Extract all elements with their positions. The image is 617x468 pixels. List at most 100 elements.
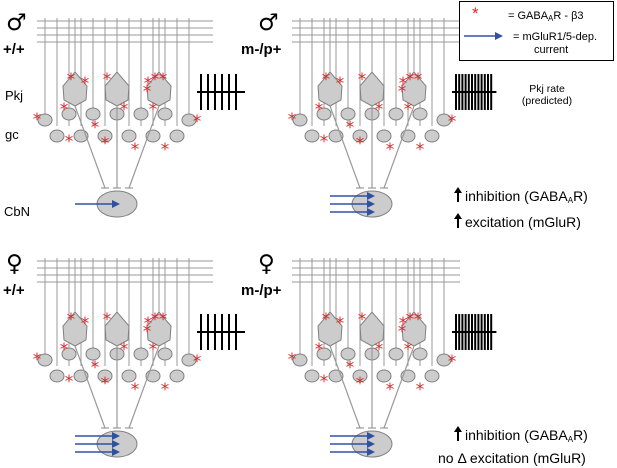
gaba-receptor-star: *: [414, 70, 423, 90]
up-arrow-icon: [454, 426, 462, 441]
gaba-receptor-star: *: [406, 310, 415, 330]
gaba-receptor-star: *: [65, 132, 74, 152]
granule-cell: [376, 129, 392, 143]
cbn-input-arrowhead: [112, 448, 120, 456]
male-inhibition-text: inhibition (GABA: [465, 188, 568, 204]
granule-cell: [85, 347, 101, 361]
male-excitation-annotation: excitation (mGluR): [454, 213, 581, 230]
granule-cell: [181, 353, 197, 367]
cbn-input-arrowhead: [367, 448, 375, 456]
purkinje-axon-line: [329, 345, 361, 429]
granule-cell: [133, 347, 149, 361]
gaba-receptor-star: *: [101, 374, 110, 394]
gaba-receptor-star: *: [144, 74, 153, 94]
gaba-receptor-star: *: [81, 314, 90, 334]
gaba-receptor-star: *: [193, 352, 202, 372]
purkinje-axon-line: [128, 105, 160, 189]
gaba-receptor-star: *: [120, 100, 129, 120]
gaba-receptor-star: *: [103, 70, 112, 90]
gaba-receptor-star: *: [414, 310, 423, 330]
granule-cell: [304, 129, 320, 143]
female-inhibition-text: inhibition (GABA: [465, 427, 568, 443]
cbn-input-arrowhead: [112, 200, 120, 208]
male-inhibition-sub: A: [567, 196, 574, 205]
gaba-receptor-star: *: [60, 100, 69, 120]
granule-cell: [316, 347, 332, 361]
cbn-input-arrowhead: [112, 440, 120, 448]
granule-cell: [37, 353, 53, 367]
granule-cell: [316, 107, 332, 121]
gaba-receptor-star: *: [315, 340, 324, 360]
legend-arrow-text-line1: = mGluR1/5-dep.: [513, 31, 598, 43]
granule-cell: [352, 369, 368, 383]
gaba-receptor-star: *: [60, 340, 69, 360]
purkinje-axon-line: [383, 345, 415, 429]
gaba-receptor-star: *: [67, 310, 76, 330]
legend-star-text: = GABAAR - β3: [508, 10, 584, 23]
granule-cell: [133, 107, 149, 121]
male-inhibition-annotation: inhibition (GABAAR): [454, 187, 588, 205]
gaba-receptor-star: *: [120, 340, 129, 360]
pkj-rate-line2: (predicted): [521, 95, 573, 108]
gaba-receptor-star: *: [404, 340, 413, 360]
gaba-receptor-star: *: [406, 70, 415, 90]
granule-cell: [352, 129, 368, 143]
male-inhibition-post: R): [573, 188, 588, 204]
gaba-receptor-star: *: [161, 140, 170, 160]
gaba-receptor-star: *: [448, 352, 457, 372]
granule-cell: [412, 347, 428, 361]
granule-cell: [376, 369, 392, 383]
gaba-receptor-star: *: [346, 358, 355, 378]
granule-cell: [181, 113, 197, 127]
female-inhibition-sub: A: [567, 435, 574, 444]
gaba-receptor-star: *: [143, 82, 152, 102]
granule-cell: [340, 107, 356, 121]
granule-cell: [169, 369, 185, 383]
female-symbol-wt: ♀: [6, 251, 23, 277]
granule-cell: [436, 353, 452, 367]
gaba-receptor-star: *: [398, 322, 407, 342]
female-symbol-mut: ♀: [258, 251, 275, 277]
granule-cell: [61, 347, 77, 361]
granule-cell: [340, 347, 356, 361]
gaba-receptor-star: *: [159, 310, 168, 330]
up-arrow-icon: [454, 213, 462, 228]
gaba-receptor-star: *: [91, 358, 100, 378]
gaba-receptor-star: *: [193, 112, 202, 132]
gaba-receptor-star: *: [356, 374, 365, 394]
gaba-receptor-star: *: [315, 100, 324, 120]
gaba-receptor-star: *: [149, 100, 158, 120]
purkinje-axon-line: [74, 105, 106, 189]
legend-box: * = GABAAR - β3 = mGluR1/5-dep. current: [459, 1, 614, 61]
gaba-receptor-star: *: [356, 134, 365, 154]
legend-star-text-sub: A: [548, 14, 554, 23]
gaba-receptor-star: *: [33, 110, 42, 130]
female-inhibition-post: R): [573, 427, 588, 443]
pkj-rate-line1: Pkj rate: [529, 83, 565, 95]
gaba-receptor-star: *: [144, 314, 153, 334]
gaba-receptor-star: *: [288, 350, 297, 370]
cbn-input-arrowhead: [367, 440, 375, 448]
legend-star-icon: *: [472, 4, 479, 23]
genotype-female-mut: m-/p+: [241, 282, 282, 299]
gaba-receptor-star: *: [131, 380, 140, 400]
male-excitation-text: excitation (mGluR): [465, 214, 581, 230]
granule-cell: [49, 129, 65, 143]
pkj-rate-label: Pkj rate (predicted): [512, 83, 582, 107]
gaba-receptor-star: *: [159, 70, 168, 90]
purkinje-axon-line: [74, 345, 106, 429]
granule-cell: [121, 369, 137, 383]
granule-cell: [121, 129, 137, 143]
gaba-receptor-star: *: [375, 100, 384, 120]
granule-cell: [436, 113, 452, 127]
granule-cell: [169, 129, 185, 143]
genotype-male-mut: m-/p+: [241, 41, 282, 58]
genotype-female-wt: +/+: [3, 282, 25, 299]
granule-cell: [97, 369, 113, 383]
granule-cell: [388, 347, 404, 361]
gaba-receptor-star: *: [67, 70, 76, 90]
granule-cell: [304, 369, 320, 383]
legend-arrow-icon: [464, 32, 503, 40]
up-arrow-icon: [454, 187, 462, 202]
